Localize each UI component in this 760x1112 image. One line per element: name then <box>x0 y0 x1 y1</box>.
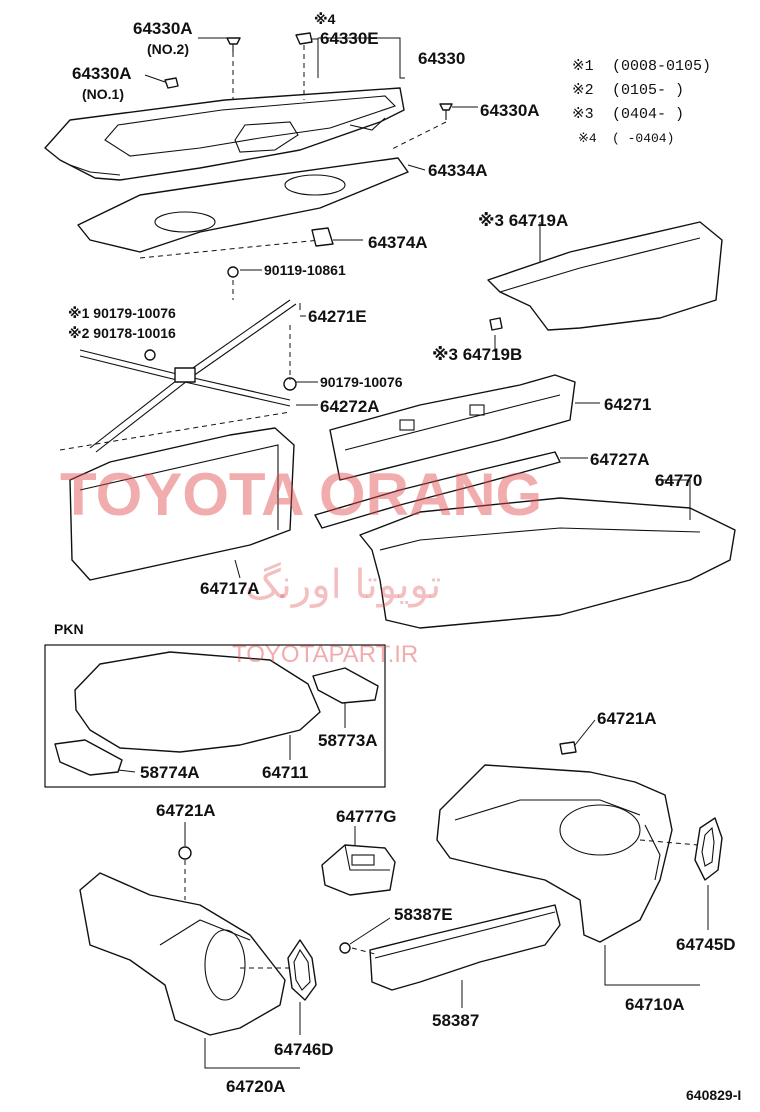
label-64745D: 64745D <box>676 935 736 954</box>
trunk-lid-trim-64719A <box>487 221 723 331</box>
watermark-arabic: تويوتا اورنگ <box>245 562 441 608</box>
label-58773A: 58773A <box>318 731 378 750</box>
side-panel-64717A <box>69 427 295 581</box>
note-mark-2: ※2 <box>572 82 594 99</box>
side-trim-64710A <box>436 764 673 943</box>
note-range-3: (0404- ) <box>612 106 684 123</box>
note-mark-3: ※3 <box>572 106 594 123</box>
panel-64334A <box>77 157 409 253</box>
label-64374A: 64374A <box>368 233 428 252</box>
bolt-90179-10076-b <box>283 377 297 391</box>
label-64334A: 64334A <box>428 161 488 180</box>
floor-cover-64711 <box>74 651 321 753</box>
sill-plate-58387 <box>369 904 561 991</box>
label-64717A: 64717A <box>200 579 260 598</box>
label-64330A-no2-sub: (NO.2) <box>147 41 189 57</box>
grommet-64745D <box>694 817 723 881</box>
label-64330A-right: 64330A <box>480 101 540 120</box>
label-64777G: 64777G <box>336 807 397 826</box>
package-tray-trim-64330 <box>44 87 405 181</box>
pkn-box <box>44 644 386 788</box>
clip-64330A-no1 <box>164 77 179 89</box>
label-64746D: 64746D <box>274 1040 334 1059</box>
leader-lines <box>117 37 709 1069</box>
label-64711: 64711 <box>262 763 308 782</box>
note-range-1: (0008-0105) <box>612 58 711 75</box>
note-mark-1: ※1 <box>572 58 594 75</box>
diagram-code: 640829-I <box>686 1087 741 1103</box>
pad-58774A <box>54 739 123 776</box>
label-64721A-left: 64721A <box>156 801 216 820</box>
label-64330: 64330 <box>418 49 465 68</box>
label-90179-10076-b: 90179-10076 <box>320 374 403 390</box>
clip-64330E <box>295 32 313 45</box>
trunk-mat-64770 <box>359 497 736 629</box>
label-64330A-no1-sub: (NO.1) <box>82 86 124 102</box>
side-trim-64720A <box>79 872 286 1036</box>
label-64330E-mark: ※4 <box>314 11 336 27</box>
label-64770: 64770 <box>655 471 702 490</box>
label-90119-10861: 90119-10861 <box>264 262 346 278</box>
label-90179-10076-a: ※1 90179-10076 <box>68 305 176 321</box>
label-64720A: 64720A <box>226 1077 286 1096</box>
note-mark-4: ※4 <box>578 131 597 146</box>
note-range-2: (0105- ) <box>612 82 684 99</box>
label-64330E: 64330E <box>320 29 379 48</box>
label-90178-10016: ※2 90178-10016 <box>68 325 176 341</box>
bolt-90179-10076-a <box>144 349 156 361</box>
label-64719B: ※3 64719B <box>432 345 522 364</box>
grommet-64746D <box>287 939 317 1001</box>
clip-58387E <box>339 942 351 954</box>
label-pkn: PKN <box>54 621 84 637</box>
watermark-brand: TOYOTA ORANG <box>60 461 542 528</box>
notes-legend: ※1 (0008-0105) ※2 (0105- ) ※3 (0404- ) ※… <box>572 58 711 146</box>
pad-58773A <box>312 667 379 704</box>
clip-64719B <box>489 317 503 331</box>
label-64271E: 64271E <box>308 307 367 326</box>
clip-64721A-right <box>559 741 577 755</box>
clip-64721A-left <box>178 846 192 860</box>
label-58387E: 58387E <box>394 905 453 924</box>
label-64721A-right: 64721A <box>597 709 657 728</box>
label-64330A-no1: 64330A <box>72 64 132 83</box>
label-64719A: ※3 64719A <box>478 211 568 230</box>
bolt-90119-10861 <box>227 266 239 278</box>
box-64777G <box>321 844 396 896</box>
clip-64330A-right <box>439 103 453 120</box>
label-64271: 64271 <box>604 395 651 414</box>
support-rod-64271E <box>79 299 297 453</box>
label-58387: 58387 <box>432 1011 479 1030</box>
label-64272A: 64272A <box>320 397 380 416</box>
label-64710A: 64710A <box>625 995 685 1014</box>
rear-panel-trim-64271 <box>329 374 576 481</box>
bracket-64374A <box>311 227 334 247</box>
label-64727A: 64727A <box>590 450 650 469</box>
watermark-url: TOYOTAPART.IR <box>232 641 418 668</box>
label-58774A: 58774A <box>140 763 200 782</box>
plate-64727A <box>314 451 561 529</box>
label-64330A-no2: 64330A <box>133 19 193 38</box>
note-range-4: ( -0404) <box>612 131 674 146</box>
clip-64330A-no2 <box>226 37 241 52</box>
